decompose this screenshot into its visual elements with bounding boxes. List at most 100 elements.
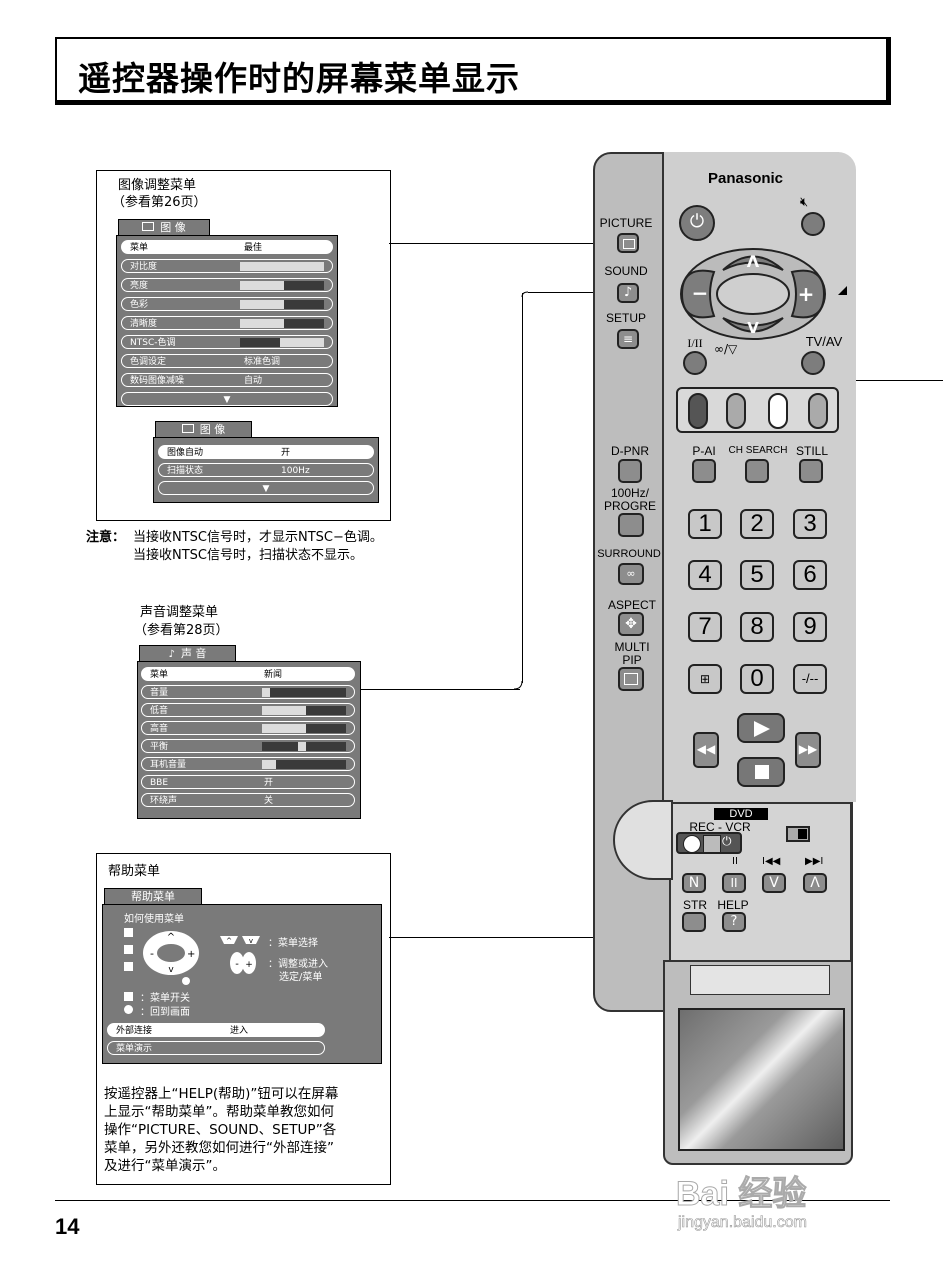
dpnr-button[interactable]	[618, 459, 642, 483]
menu-row[interactable]: 图像自动开	[158, 445, 374, 459]
still-button[interactable]	[799, 459, 823, 483]
row-value: 100Hz	[281, 466, 310, 476]
power-button[interactable]: ⏻	[679, 205, 715, 241]
sound-button[interactable]: ♪	[617, 283, 639, 303]
flap-top-strip	[690, 965, 830, 995]
n-button[interactable]: N	[682, 873, 706, 893]
pause-button[interactable]: II	[722, 873, 746, 893]
switch-knob-icon	[798, 829, 807, 839]
display-button[interactable]: ⊞	[688, 664, 722, 694]
num-7-button[interactable]: 7	[688, 612, 722, 642]
menu-row[interactable]: 对比度	[121, 259, 333, 273]
dashes-button[interactable]: -/--	[793, 664, 827, 694]
menu-row[interactable]: 高音	[141, 721, 355, 735]
watermark-url: jingyan.baidu.com	[678, 1214, 808, 1232]
menu-row[interactable]: 色彩	[121, 297, 333, 311]
row-value: 关	[264, 796, 274, 806]
display-icon: ⊞	[699, 672, 711, 686]
menu-row[interactable]: 色调设定标准色调	[121, 354, 333, 368]
row-value: 自动	[244, 376, 263, 386]
svg-text:−: −	[692, 281, 709, 305]
green-button[interactable]	[726, 393, 746, 429]
str-button[interactable]	[682, 912, 706, 932]
more-row[interactable]: ▼	[158, 481, 374, 495]
sound-menu-tab: ♪声 音	[139, 645, 236, 662]
play-button[interactable]	[737, 713, 785, 743]
lambda-button[interactable]: Λ	[803, 873, 827, 893]
num-4-button[interactable]: 4	[688, 560, 722, 590]
blue-button[interactable]	[808, 393, 828, 429]
menu-row[interactable]: 低音	[141, 703, 355, 717]
mute-icon: 🔇︎	[800, 195, 809, 210]
audio-mode-icon: ∞/▽	[714, 342, 738, 356]
yellow-button[interactable]	[768, 393, 788, 429]
num-0-button[interactable]: 0	[740, 664, 774, 694]
menu-row[interactable]: 外部连接进入	[107, 1023, 325, 1037]
fast-forward-button[interactable]: ▶▶	[795, 732, 821, 768]
num-9-button[interactable]: 9	[793, 612, 827, 642]
v-button[interactable]: V	[762, 873, 786, 893]
stop-button[interactable]	[737, 757, 785, 787]
menu-row[interactable]: 平衡	[141, 739, 355, 753]
vcr-stop-button[interactable]	[703, 835, 721, 853]
menu-row[interactable]: 菜单最佳	[121, 240, 333, 254]
level-bar	[262, 724, 346, 733]
rewind-button[interactable]: ◀◀	[693, 732, 719, 768]
row-value: 标准色调	[244, 357, 281, 367]
aspect-button[interactable]: ✥	[618, 612, 644, 636]
tvav-button[interactable]	[801, 351, 825, 375]
menu-row[interactable]: 耳机音量	[141, 757, 355, 771]
connector-picture	[389, 243, 617, 244]
menu-row[interactable]: 菜单演示	[107, 1041, 325, 1055]
setup-button[interactable]: ≡	[617, 329, 639, 349]
menu-row[interactable]: 数码图像减噪自动	[121, 373, 333, 387]
row-label: BBE	[150, 778, 169, 788]
help-button[interactable]: ?	[722, 912, 746, 932]
menu-row[interactable]: 清晰度	[121, 316, 333, 330]
help-adjust2: 选定/菜单	[279, 972, 323, 983]
num-1-button[interactable]: 1	[688, 509, 722, 539]
ch-search-button[interactable]	[745, 459, 769, 483]
red-button[interactable]	[688, 393, 708, 429]
num-3-button[interactable]: 3	[793, 509, 827, 539]
num-6-button[interactable]: 6	[793, 560, 827, 590]
progre-button[interactable]	[618, 513, 644, 537]
pip-button[interactable]	[618, 667, 644, 691]
nav-pad[interactable]: Λ V − +	[678, 245, 828, 343]
help-how-to: 如何使用菜单	[124, 914, 184, 925]
chevron-down-icon: ▼	[262, 484, 270, 494]
note-line2: 当接收NTSC信号时，扫描状态不显示。	[133, 548, 363, 563]
num-2-button[interactable]: 2	[740, 509, 774, 539]
dvd-switch[interactable]	[786, 826, 810, 842]
more-row[interactable]: ▼	[121, 392, 333, 406]
menu-row[interactable]: 音量	[141, 685, 355, 699]
volume-triangle-icon	[838, 286, 847, 295]
setup-label: SETUP	[605, 311, 646, 325]
vcr-power-button[interactable]: ⏻	[722, 834, 738, 850]
mute-button[interactable]	[801, 212, 825, 236]
help-select: ：菜单选择	[268, 938, 318, 949]
menu-row[interactable]: 亮度	[121, 278, 333, 292]
menu-row[interactable]: 菜单新闻	[141, 667, 355, 681]
surround-button[interactable]: ∞	[618, 563, 644, 585]
pai-button[interactable]	[692, 459, 716, 483]
row-label: 耳机音量	[150, 760, 187, 770]
dpad-icon: ^ v - +	[143, 931, 199, 985]
row-value: 新闻	[264, 670, 283, 680]
picture-menu1-rows: 菜单最佳 对比度 亮度 色彩 清晰度 NTSC-色调 色调设定标准色调 数码图像…	[121, 240, 333, 406]
picture-ref: （参看第26页）	[112, 195, 207, 210]
square-icon	[124, 992, 133, 1001]
menu-row[interactable]: 环绕声关	[141, 793, 355, 807]
progre-label: PROGRE	[603, 499, 656, 513]
svg-text:Λ: Λ	[747, 252, 760, 271]
picture-button[interactable]	[617, 233, 639, 253]
dot-icon	[124, 1005, 133, 1014]
record-button[interactable]	[683, 835, 701, 853]
num-8-button[interactable]: 8	[740, 612, 774, 642]
num-5-button[interactable]: 5	[740, 560, 774, 590]
menu-row[interactable]: NTSC-色调	[121, 335, 333, 349]
i-ii-button[interactable]	[683, 351, 707, 375]
